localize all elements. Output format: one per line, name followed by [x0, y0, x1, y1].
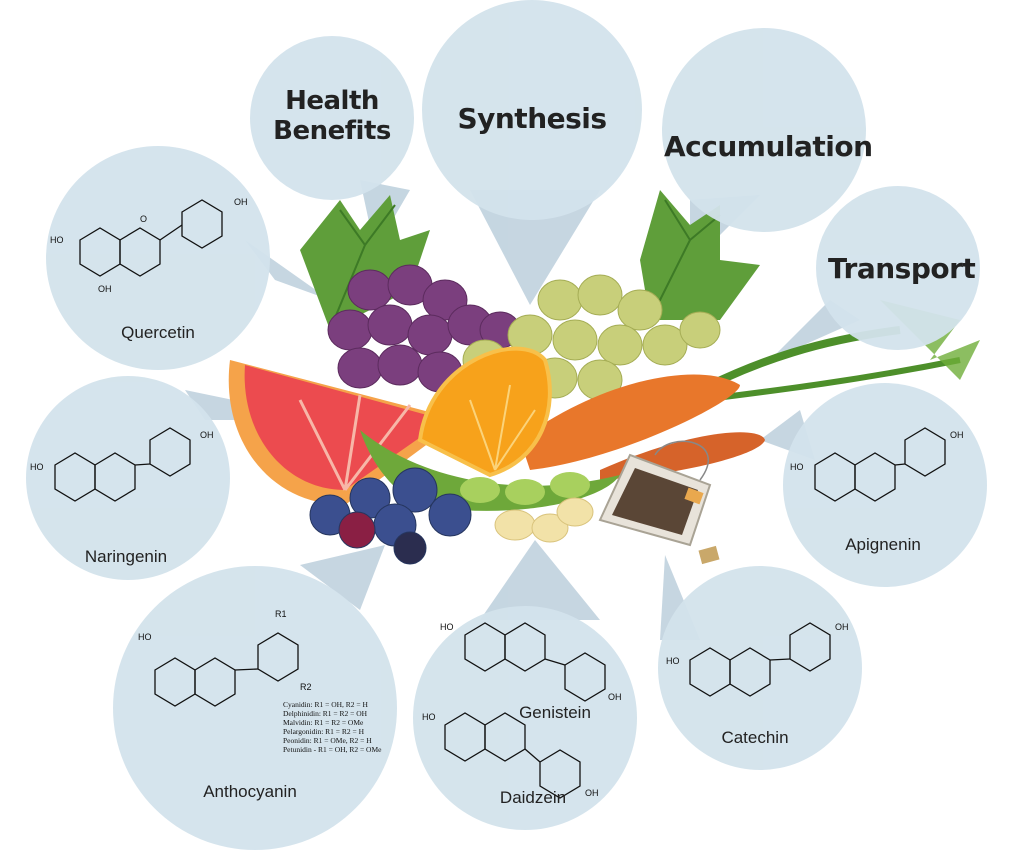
compound-label-daidzein: Daidzein: [499, 788, 567, 807]
quercetin-ho-label: HO: [50, 235, 64, 245]
topic-label-transport: Transport: [828, 252, 976, 285]
compound-label-quercetin: Quercetin: [121, 323, 195, 342]
health-benefits-bubble: [250, 36, 414, 200]
quercetin-o-label: O: [140, 214, 147, 224]
anthocyanin-variant-list: Cyanidin: R1 = OH, R2 = H Delphinidin: R…: [283, 700, 382, 754]
orange-slice: [417, 346, 552, 478]
catechin-ho-label: HO: [666, 656, 680, 666]
anthocyanin-ho-label: HO: [138, 632, 152, 642]
compound-bubbles: [26, 146, 987, 850]
compound-label-genistein: Genistein: [519, 703, 591, 722]
food-illustration: [228, 190, 980, 565]
quercetin-oh-label: OH: [98, 284, 112, 294]
catechin-structure: [689, 622, 831, 697]
quercetin-oh2-label: OH: [234, 197, 248, 207]
topic-label-accumulation: Accumulation: [664, 130, 873, 163]
apigenin-ho-label: HO: [790, 462, 804, 472]
naringenin-oh-label: OH: [200, 430, 214, 440]
genistein-oh-label: OH: [608, 692, 622, 702]
atom-labels: HO OH OH O HO OH HO R1 R2 HO OH HO OH HO…: [30, 197, 964, 798]
genistein-ho-label: HO: [440, 622, 454, 632]
variant-cyanidin: Cyanidin: R1 = OH, R2 = H: [283, 700, 369, 709]
catechin-bubble: [658, 566, 862, 770]
purple-grapes: [327, 264, 521, 393]
topic-label-synthesis: Synthesis: [457, 102, 607, 135]
synthesis-bubble: [422, 0, 642, 220]
compound-label-catechin: Catechin: [721, 728, 789, 747]
transport-bubble: [816, 186, 980, 350]
compound-label-apigenin: Apignenin: [845, 535, 921, 554]
topic-bubbles: [250, 0, 980, 350]
apigenin-oh-label: OH: [950, 430, 964, 440]
quercetin-structure: [79, 199, 223, 277]
catechin-oh-label: OH: [835, 622, 849, 632]
genistein-structure: [464, 622, 606, 702]
green-grapes: [462, 274, 721, 401]
anthocyanin-r1-label: R1: [275, 609, 287, 619]
naringenin-bubble: [26, 376, 230, 580]
blueberries: [309, 467, 472, 565]
daidzein-oh-label: OH: [585, 788, 599, 798]
accumulation-bubble: [662, 28, 866, 232]
variant-pelargonidin: Pelargonidin: R1 = R2 = H: [283, 727, 365, 736]
naringenin-ho-label: HO: [30, 462, 44, 472]
anthocyanin-r2-label: R2: [300, 682, 312, 692]
variant-delphinidin: Delphinidin: R1 = R2 = OH: [283, 709, 368, 718]
variant-malvidin: Malvidin: R1 = R2 = OMe: [283, 718, 364, 727]
anthocyanin-structure: [154, 632, 299, 707]
grapefruit-slice: [228, 360, 460, 505]
daidzein-ho-label: HO: [422, 712, 436, 722]
naringenin-structure: [54, 427, 191, 502]
topic-label-health-benefits: Health Benefits: [273, 86, 391, 146]
tea-bag: [598, 440, 720, 565]
compound-label-anthocyanin: Anthocyanin: [203, 782, 297, 801]
apigenin-structure: [814, 427, 946, 502]
variant-petunidin: Petunidin - R1 = OH, R2 = OMe: [283, 745, 382, 754]
compound-label-naringenin: Naringenin: [84, 547, 168, 566]
quercetin-bubble: [46, 146, 270, 370]
apigenin-bubble: [783, 383, 987, 587]
daidzein-structure: [444, 712, 581, 799]
soybeans: [494, 497, 594, 543]
anthocyanin-bubble: [113, 566, 397, 850]
variant-peonidin: Peonidin: R1 = OMe, R2 = H: [283, 736, 372, 745]
